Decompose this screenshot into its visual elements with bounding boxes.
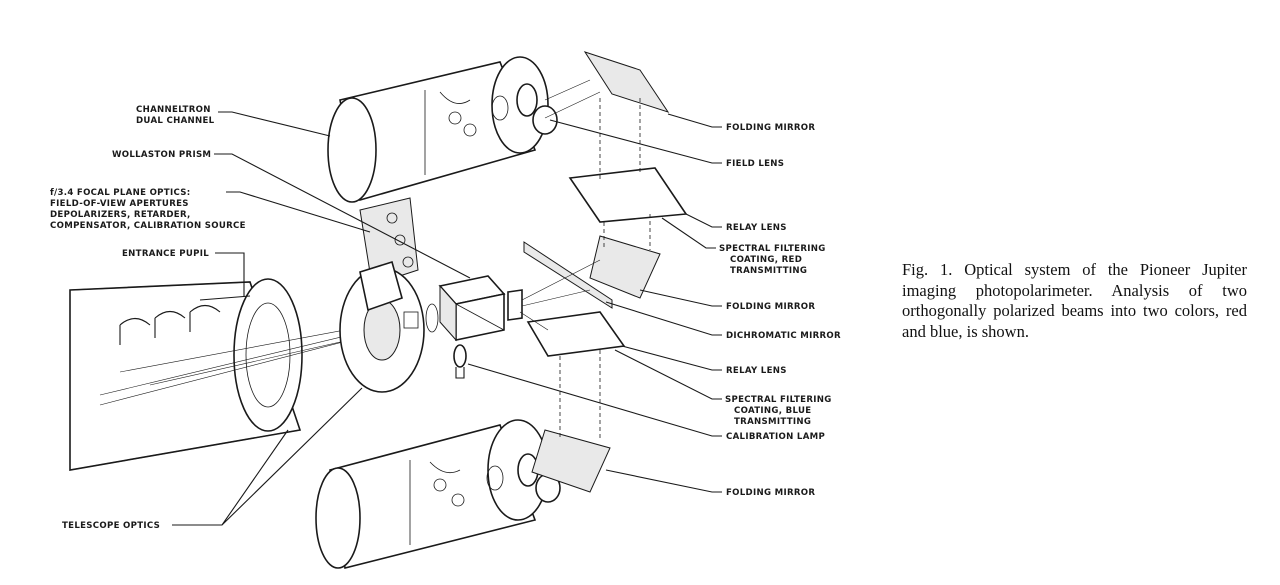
label-focal-plane-line1: f/3.4 FOCAL PLANE OPTICS: [50,188,190,198]
label-dichromatic-mirror: DICHROMATIC MIRROR [726,331,841,341]
label-focal-plane-line3: DEPOLARIZERS, RETARDER, [50,210,191,220]
label-spectral-red-line2: COATING, RED [730,255,802,265]
label-telescope-optics: TELESCOPE OPTICS [62,521,160,531]
focal-plane-optics [339,197,425,393]
label-spectral-blue-line1: SPECTRAL FILTERING [725,395,832,405]
relay-lens-2-shape [526,311,626,357]
left-labels: CHANNELTRON DUAL CHANNEL WOLLASTON PRISM… [50,105,471,531]
wollaston-prism [425,275,523,342]
leader-dichromatic-mirror [605,301,722,336]
telescope-tube [69,278,421,471]
leader-wollaston-prism [214,153,471,279]
label-focal-plane-line2: FIELD-OF-VIEW APERTURES [50,199,189,209]
leader-spectral-blue [614,349,722,400]
label-folding-mirror-1: FOLDING MIRROR [726,123,815,133]
upper-channeltron [327,56,558,203]
folding-mirror-3-shape [531,429,611,493]
leader-folding-mirror-1 [667,113,722,128]
label-spectral-blue-line3: TRANSMITTING [734,417,811,427]
optical-system-diagram: CHANNELTRON DUAL CHANNEL WOLLASTON PRISM… [50,51,841,569]
leader-channeltron [218,111,331,137]
calibration-lamp [453,344,467,379]
label-relay-lens-1: RELAY LENS [726,223,787,233]
right-labels: FOLDING MIRROR FIELD LENS RELAY LENS SPE… [467,113,841,498]
folding-mirror-2-shape [589,235,661,299]
label-folding-mirror-3: FOLDING MIRROR [726,488,815,498]
label-channeltron-line1: CHANNELTRON [136,105,211,115]
label-focal-plane-line4: COMPENSATOR, CALIBRATION SOURCE [50,221,246,231]
leader-spectral-red [661,217,716,249]
label-wollaston-prism: WOLLASTON PRISM [112,150,211,160]
label-field-lens: FIELD LENS [726,159,784,169]
dichromatic-mirror-shape [523,241,613,309]
leader-calibration-lamp [467,363,722,437]
lower-channeltron [315,419,561,569]
leader-folding-mirror-3 [605,469,722,493]
folding-mirror-1-shape [583,51,670,113]
leader-relay-lens-2 [621,345,722,371]
label-spectral-blue-line2: COATING, BLUE [734,406,811,416]
leader-entrance-pupil [215,252,245,296]
leader-relay-lens-1 [685,213,722,228]
leader-field-lens [549,119,722,164]
beam-paths [519,79,651,440]
leader-telescope-optics [172,387,363,526]
label-channeltron-line2: DUAL CHANNEL [136,116,215,126]
leader-focal-plane [226,191,371,233]
label-spectral-red-line1: SPECTRAL FILTERING [719,244,826,254]
figure-caption: Fig. 1. Optical system of the Pioneer Ju… [902,260,1247,341]
label-relay-lens-2: RELAY LENS [726,366,787,376]
label-calibration-lamp: CALIBRATION LAMP [726,432,825,442]
label-spectral-red-line3: TRANSMITTING [730,266,807,276]
relay-lens-1-shape [568,167,688,223]
leader-folding-mirror-2 [639,289,722,307]
label-entrance-pupil: ENTRANCE PUPIL [122,249,209,259]
label-folding-mirror-2: FOLDING MIRROR [726,302,815,312]
